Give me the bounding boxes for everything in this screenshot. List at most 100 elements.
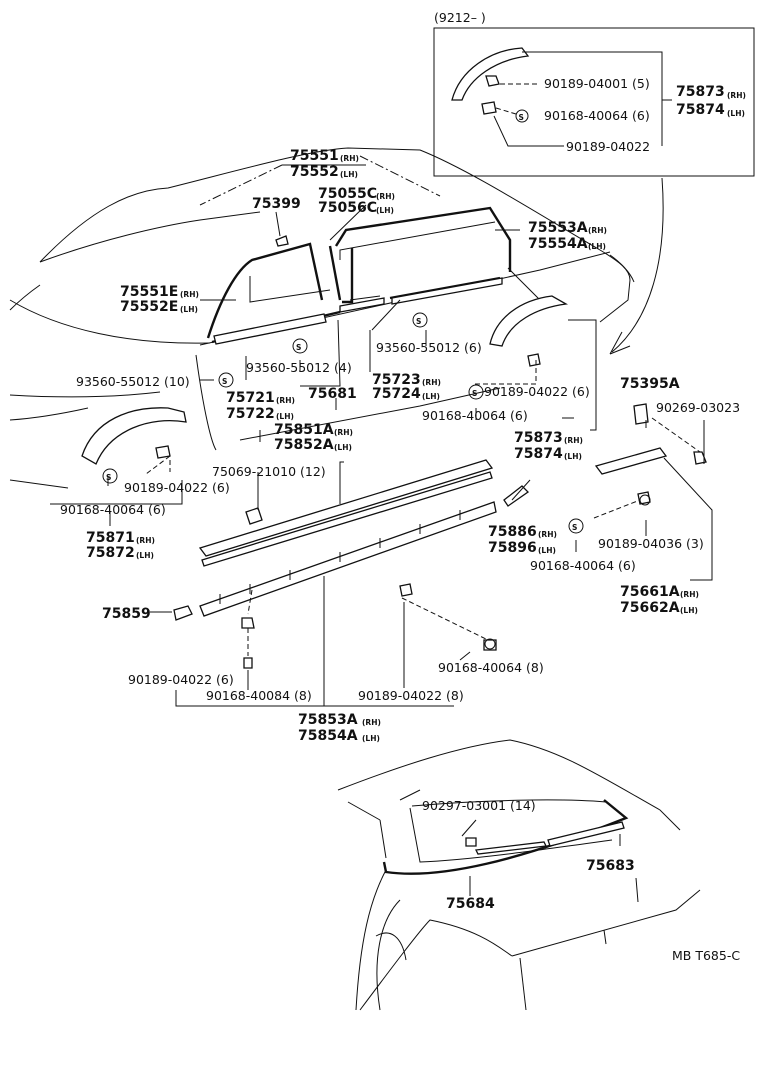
svg-text:S: S bbox=[222, 377, 227, 386]
label-75681: 75681 bbox=[308, 386, 357, 402]
label-75552: 75552 bbox=[290, 164, 339, 180]
svg-text:(RH): (RH) bbox=[422, 378, 441, 387]
svg-text:(LH): (LH) bbox=[422, 392, 440, 401]
svg-text:(RH): (RH) bbox=[180, 290, 199, 299]
label-75851a: 75851A bbox=[274, 422, 334, 438]
label-75859: 75859 bbox=[102, 606, 151, 622]
label-90189-a: 90189-04022 (6) bbox=[484, 384, 590, 399]
label-75721: 75721 bbox=[226, 390, 275, 406]
label-90189-d: 90189-04022 (6) bbox=[128, 672, 234, 687]
label-90168-a: 90168-40064 (6) bbox=[422, 408, 528, 423]
rear-view bbox=[337, 739, 701, 1011]
svg-text:(LH): (LH) bbox=[276, 412, 294, 421]
svg-text:(LH): (LH) bbox=[680, 606, 698, 615]
front-wheel-arch bbox=[81, 407, 187, 465]
label-75853a: 75853A bbox=[298, 712, 358, 728]
label-90168-b: 90168-40064 (6) bbox=[60, 502, 166, 517]
svg-text:(RH): (RH) bbox=[334, 428, 353, 437]
label-93560-10: 93560-55012 (10) bbox=[76, 374, 190, 389]
inset-box: (9212– ) S 90189-04001 (5) 90168-40064 (… bbox=[433, 10, 755, 177]
label-90168-c: 90168-40064 (6) bbox=[530, 558, 636, 573]
label-90189-b: 90189-04022 (6) bbox=[124, 480, 230, 495]
inset-clip-3: 90189-04022 bbox=[566, 139, 650, 154]
rocker-mouldings bbox=[173, 459, 530, 669]
label-75886: 75886 bbox=[488, 524, 537, 540]
svg-text:(LH): (LH) bbox=[136, 551, 154, 560]
arrow-line bbox=[611, 177, 664, 353]
svg-text:S: S bbox=[519, 113, 524, 122]
svg-text:(RH): (RH) bbox=[362, 718, 381, 727]
svg-text:(RH): (RH) bbox=[136, 536, 155, 545]
label-75684: 75684 bbox=[446, 896, 495, 912]
svg-text:(LH): (LH) bbox=[180, 305, 198, 314]
part-labels: 75551 (RH) 75552 (LH) 75055C (RH) 75056C… bbox=[60, 148, 740, 963]
label-75553a: 75553A bbox=[528, 220, 588, 236]
label-75661a: 75661A bbox=[620, 584, 680, 600]
svg-text:(LH): (LH) bbox=[362, 734, 380, 743]
inset-clip-2: 90168-40064 (6) bbox=[544, 108, 650, 123]
svg-text:(LH): (LH) bbox=[564, 452, 582, 461]
svg-text:(LH): (LH) bbox=[376, 206, 394, 215]
label-75874: 75874 bbox=[514, 446, 563, 462]
label-75854a: 75854A bbox=[298, 728, 358, 744]
svg-text:(RH): (RH) bbox=[538, 530, 557, 539]
svg-text:(RH): (RH) bbox=[680, 590, 699, 599]
label-75873: 75873 bbox=[514, 430, 563, 446]
s-markers: S S S S S S bbox=[102, 312, 584, 534]
label-75554a: 75554A bbox=[528, 236, 588, 252]
inset-rh-part: 75873 bbox=[676, 84, 725, 100]
arrow-head bbox=[609, 331, 631, 355]
svg-text:(LH): (LH) bbox=[340, 170, 358, 179]
label-75395a: 75395A bbox=[620, 376, 680, 392]
svg-text:S: S bbox=[572, 523, 577, 532]
svg-text:S: S bbox=[472, 389, 477, 398]
svg-text:(RH): (RH) bbox=[340, 154, 359, 163]
label-90189-c: 90189-04036 (3) bbox=[598, 536, 704, 551]
label-75551: 75551 bbox=[290, 148, 339, 164]
label-75723: 75723 bbox=[372, 372, 421, 388]
label-75852a: 75852A bbox=[274, 437, 334, 453]
svg-text:(LH): (LH) bbox=[334, 443, 352, 452]
label-75872: 75872 bbox=[86, 545, 135, 561]
label-90189-e: 90189-04022 (8) bbox=[358, 688, 464, 703]
label-75722: 75722 bbox=[226, 406, 275, 422]
inset-lh-part: 75874 bbox=[676, 102, 725, 118]
label-90168-e: 90168-40064 (8) bbox=[438, 660, 544, 675]
svg-text:(RH): (RH) bbox=[588, 226, 607, 235]
label-75724: 75724 bbox=[372, 386, 421, 402]
svg-text:(LH): (LH) bbox=[538, 546, 556, 555]
svg-text:(LH): (LH) bbox=[588, 242, 606, 251]
inset-clip-1: 90189-04001 (5) bbox=[544, 76, 650, 91]
diagram-code: MB T685-C bbox=[672, 948, 740, 963]
label-93560-6: 93560-55012 (6) bbox=[376, 340, 482, 355]
label-75399: 75399 bbox=[252, 196, 301, 212]
inset-label: (9212– ) bbox=[434, 10, 486, 25]
window-mouldings bbox=[206, 206, 512, 345]
label-75055c: 75055C bbox=[318, 186, 377, 202]
label-90269: 90269-03023 bbox=[656, 400, 740, 415]
svg-text:(RH): (RH) bbox=[376, 192, 395, 201]
label-75662a: 75662A bbox=[620, 600, 680, 616]
svg-text:S: S bbox=[416, 317, 421, 326]
label-93560-4: 93560-55012 (4) bbox=[246, 360, 352, 375]
label-90168-d: 90168-40084 (8) bbox=[206, 688, 312, 703]
label-75683: 75683 bbox=[586, 858, 635, 874]
svg-text:(RH): (RH) bbox=[727, 91, 746, 100]
label-75069: 75069-21010 (12) bbox=[212, 464, 326, 479]
svg-text:S: S bbox=[106, 473, 111, 482]
label-75871: 75871 bbox=[86, 530, 135, 546]
svg-text:(RH): (RH) bbox=[276, 396, 295, 405]
leader-lines bbox=[50, 164, 713, 801]
label-90297: 90297-03001 (14) bbox=[422, 798, 536, 813]
rear-wheel-arch bbox=[489, 295, 568, 367]
label-75056c: 75056C bbox=[318, 200, 377, 216]
label-75552e: 75552E bbox=[120, 299, 178, 315]
svg-text:(LH): (LH) bbox=[727, 109, 745, 118]
label-75896: 75896 bbox=[488, 540, 537, 556]
rear-quarter-moulding bbox=[594, 403, 707, 506]
svg-text:S: S bbox=[296, 343, 301, 352]
svg-text:(RH): (RH) bbox=[564, 436, 583, 445]
label-75551e: 75551E bbox=[120, 284, 178, 300]
